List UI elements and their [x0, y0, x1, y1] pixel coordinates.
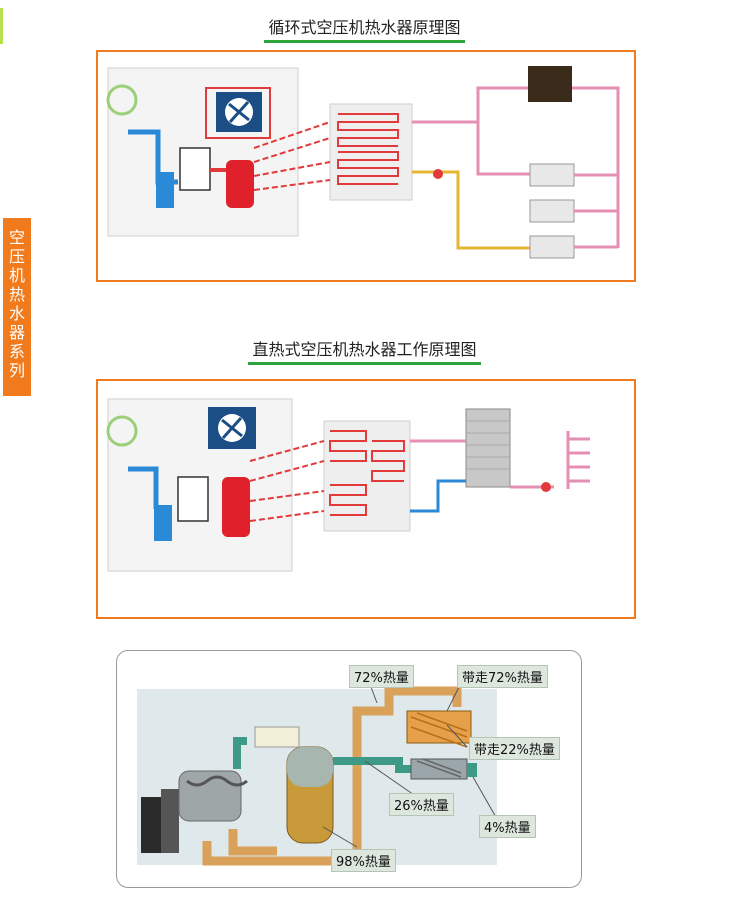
edge-accent-bar	[0, 8, 3, 44]
control-panel	[254, 726, 300, 748]
label-heat-72: 72%热量	[349, 665, 414, 688]
side-tab-char: 空	[8, 228, 25, 247]
series-side-tab[interactable]: 空 压 机 热 水 器 系 列	[3, 218, 31, 396]
radiator	[529, 235, 575, 259]
diagram2-panel	[96, 379, 636, 619]
side-tab-char: 器	[8, 323, 25, 342]
diagram3-schematic	[137, 670, 498, 866]
side-tab-char: 压	[8, 247, 25, 266]
diagram2-title: 直热式空压机热水器工作原理图	[248, 336, 481, 365]
diagram1-schematic	[106, 66, 620, 259]
diagram2-schematic	[106, 398, 590, 572]
label-carry-72: 带走72%热量	[457, 665, 548, 688]
side-tab-char: 列	[8, 361, 25, 380]
radiator	[529, 163, 575, 187]
radiator	[529, 199, 575, 223]
label-carry-22: 带走22%热量	[469, 737, 560, 760]
label-heat-26: 26%热量	[389, 793, 454, 816]
diagram2-title-wrap: 直热式空压机热水器工作原理图	[0, 336, 729, 365]
logo-watermark	[106, 84, 138, 116]
oil-separator-tank	[222, 477, 250, 537]
label-heat-98: 98%热量	[331, 849, 396, 872]
label-heat-4: 4%热量	[479, 815, 536, 838]
diagram1-panel	[96, 50, 636, 282]
diagram1-title-wrap: 循环式空压机热水器原理图	[0, 14, 729, 43]
logo-watermark	[106, 415, 138, 447]
boiler-unit	[528, 66, 572, 102]
compressor-head	[179, 147, 211, 191]
compressor-head	[177, 476, 209, 522]
pump-icon	[433, 169, 443, 179]
side-tab-char: 系	[8, 342, 25, 361]
oil-separator-tank	[226, 160, 254, 208]
water-storage-tank	[465, 408, 511, 488]
air-filter	[154, 505, 172, 541]
side-tab-char: 热	[8, 285, 25, 304]
diagram1-title: 循环式空压机热水器原理图	[264, 14, 465, 43]
diagram3-card: 72%热量 带走72%热量 带走22%热量 26%热量 4%热量 98%热量	[116, 650, 582, 888]
side-tab-char: 水	[8, 304, 25, 323]
pump-icon	[541, 482, 551, 492]
air-filter	[156, 172, 174, 208]
side-tab-char: 机	[8, 266, 25, 285]
